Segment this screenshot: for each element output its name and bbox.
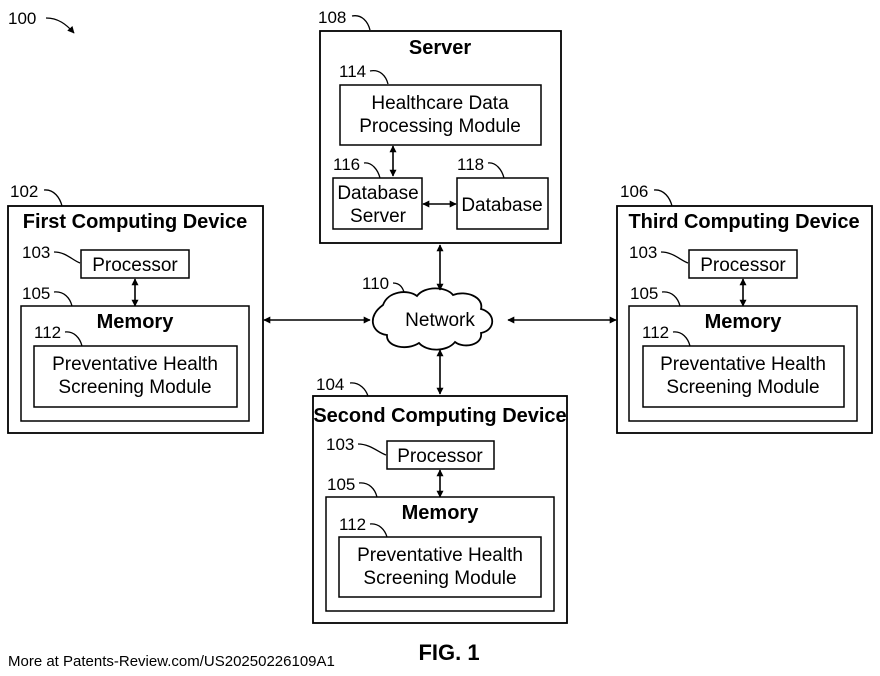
first-device-ref-leader [44,190,62,206]
hdp-line-1: Healthcare Data [371,93,509,114]
second-memory-label: Memory [402,502,480,524]
second-module-line-1: Preventative Health [357,545,523,566]
figure-label: FIG. 1 [418,640,479,665]
server-title: Server [409,37,471,59]
second-device-title: Second Computing Device [313,405,566,427]
first-device-title: First Computing Device [23,211,247,233]
first-device-ref-label: 102 [10,182,38,201]
second-module-ref-label: 112 [339,515,366,534]
second-device-ref-label: 104 [316,375,344,394]
network-ref-label: 110 [362,274,389,293]
second-processor-label: Processor [397,446,483,467]
server-ref-leader [352,16,370,30]
second-processor-ref-label: 103 [326,435,354,454]
third-device-ref-label: 106 [620,182,648,201]
third-module-line-1: Preventative Health [660,354,826,375]
second-device-ref-leader [350,383,368,396]
third-computing-device-group: 106 Third Computing Device 103 Processor… [617,182,872,433]
second-module-line-2: Screening Module [363,568,516,589]
second-memory-ref-label: 105 [327,475,355,494]
database-label: Database [461,195,542,216]
network-group: 110 Network [362,274,492,350]
first-module-ref-label: 112 [34,323,61,342]
third-module-ref-label: 112 [642,323,669,342]
third-module-line-2: Screening Module [666,377,819,398]
first-memory-label: Memory [97,311,175,333]
third-processor-label: Processor [700,255,786,276]
server-group: 108 Server 114 Healthcare Data Processin… [318,8,561,243]
third-processor-ref-label: 103 [629,243,657,262]
figure-ref-arrow [46,18,74,33]
first-module-line-1: Preventative Health [52,354,218,375]
first-processor-label: Processor [92,255,178,276]
first-processor-ref-label: 103 [22,243,50,262]
footer-source-text: More at Patents-Review.com/US20250226109… [8,653,335,670]
hdp-line-2: Processing Module [359,116,521,137]
figure-ref-label: 100 [8,9,36,28]
server-ref-label: 108 [318,8,346,27]
hdp-ref-label: 114 [339,62,366,81]
network-label: Network [405,310,475,331]
first-memory-ref-label: 105 [22,284,50,303]
first-module-line-2: Screening Module [58,377,211,398]
third-memory-ref-label: 105 [630,284,658,303]
third-device-ref-leader [654,190,672,206]
third-memory-label: Memory [705,311,783,333]
third-device-title: Third Computing Device [628,211,859,233]
dbs-ref-label: 116 [333,155,360,174]
db-ref-label: 118 [457,155,484,174]
first-computing-device-group: 102 First Computing Device 103 Processor… [8,182,263,433]
dbs-line-1: Database [337,183,418,204]
dbs-line-2: Server [350,206,407,227]
second-computing-device-group: 104 Second Computing Device 103 Processo… [313,375,567,623]
